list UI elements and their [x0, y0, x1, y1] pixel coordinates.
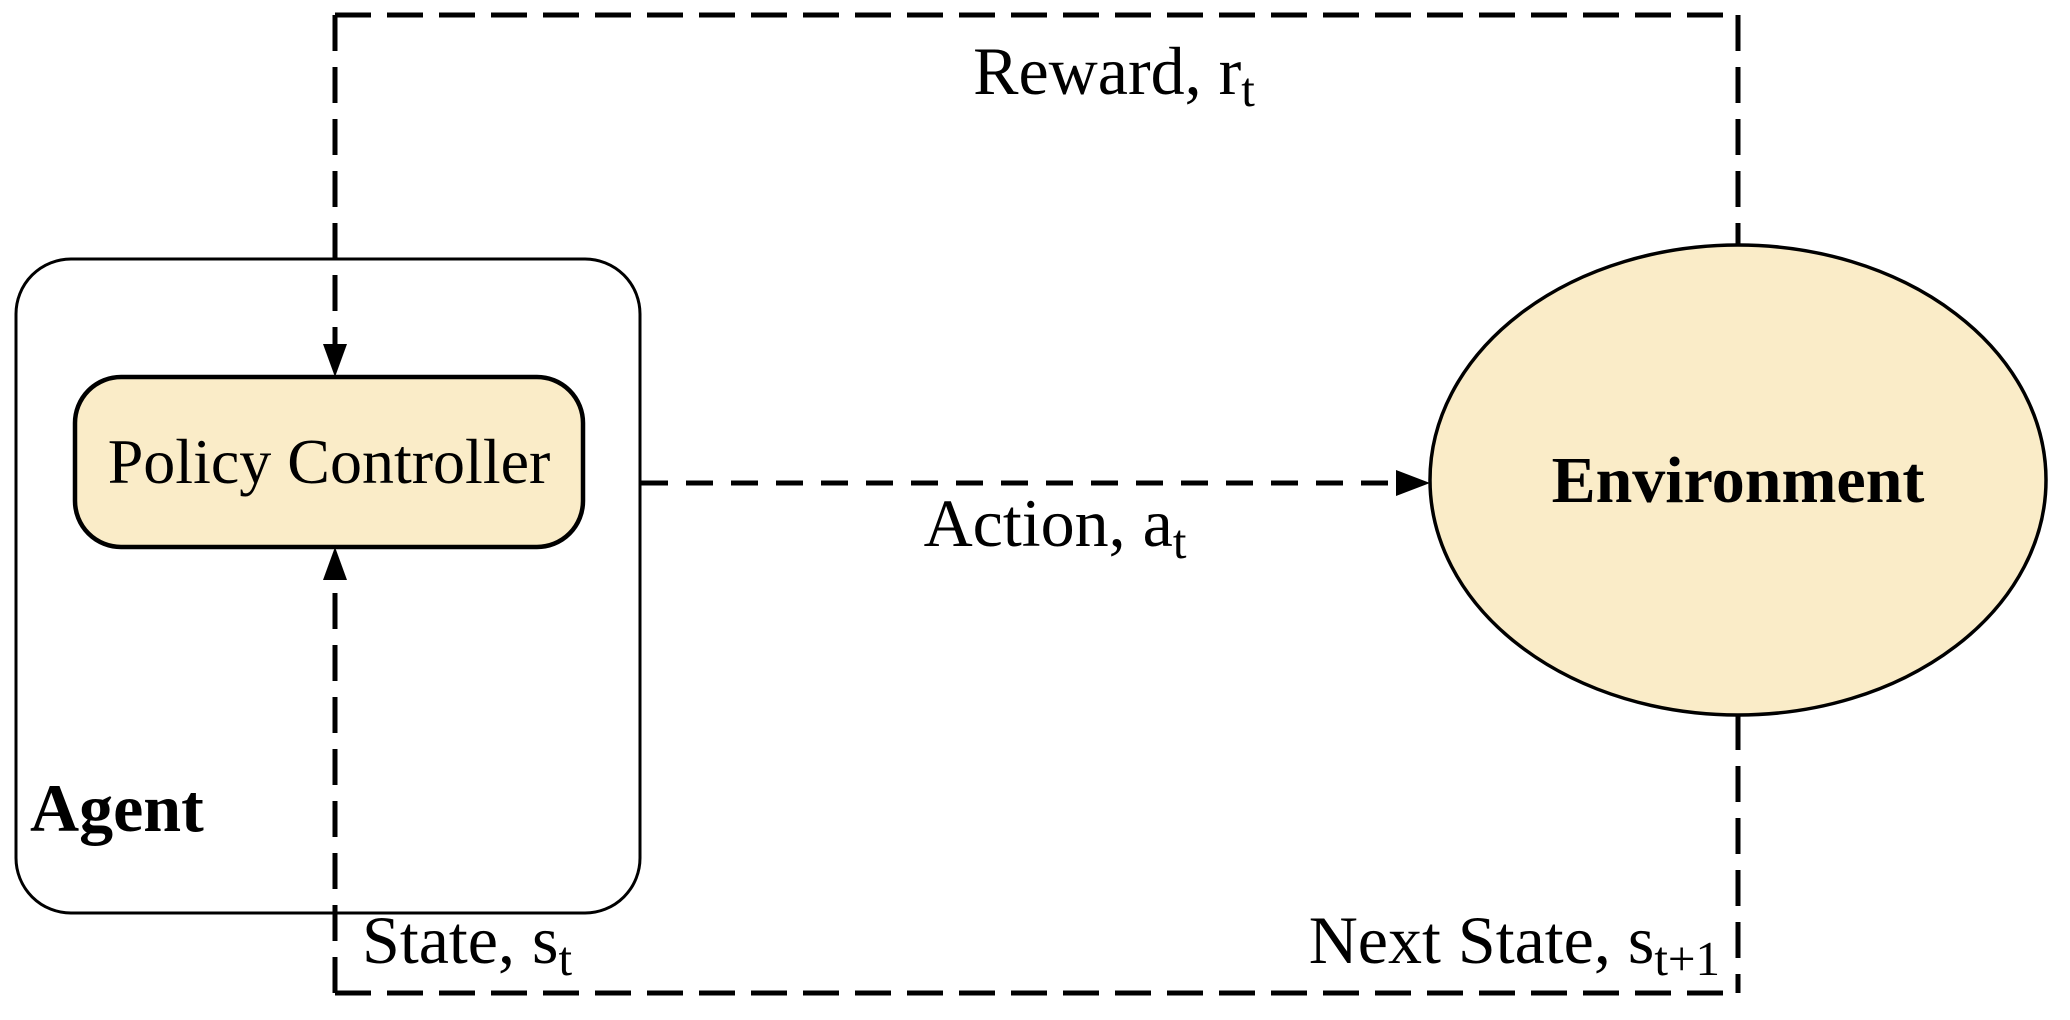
action-edge-label: Action, at [924, 489, 1187, 567]
state-label-subscript: t [558, 930, 573, 986]
arrowhead-right-into-environment-icon [1396, 470, 1430, 496]
policy-controller-box [72, 374, 586, 550]
environment-node-label: Environment [1551, 444, 1925, 517]
next-state-label-subscript: t+1 [1654, 930, 1720, 986]
reward-edge-label: Reward, rt [973, 37, 1255, 115]
reward-label-text: Reward, r [973, 33, 1242, 110]
next-state-edge-label: Next State, st+1 [1309, 906, 1720, 984]
reward-label-subscript: t [1241, 61, 1255, 117]
action-label-subscript: t [1172, 513, 1187, 569]
agent-node-label: Agent [30, 770, 204, 846]
action-label-text: Action, a [923, 485, 1173, 562]
state-edge-label: State, st [362, 906, 572, 984]
arrowhead-up-into-policy-icon [323, 547, 347, 580]
state-label-text: State, s [362, 902, 559, 979]
arrowhead-down-into-policy-icon [323, 344, 347, 377]
next-state-label-text: Next State, s [1308, 902, 1655, 979]
policy-controller-node-label: Policy Controller [107, 426, 551, 497]
